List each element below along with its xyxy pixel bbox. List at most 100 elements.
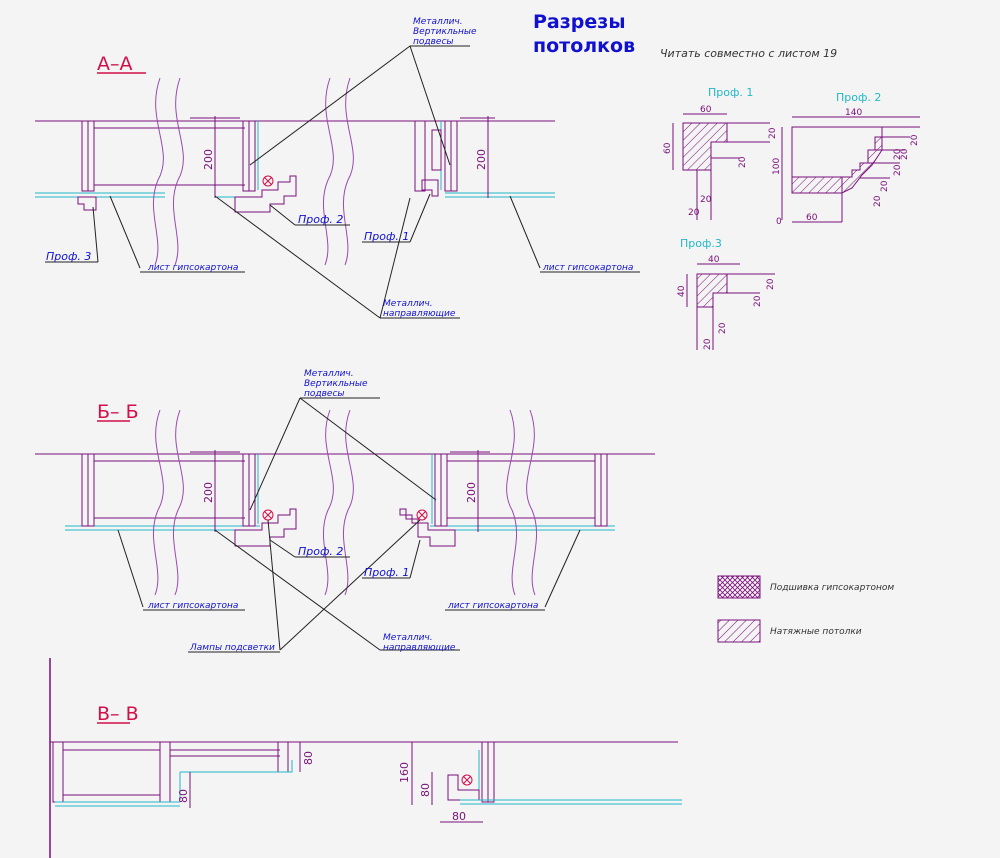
aa-dim-left-label: 200 [202,149,215,170]
aa-leader-gypsum-2 [509,195,541,269]
aa-prof2-shape [234,175,297,213]
prof1-section [682,122,728,171]
vv-gypsum-step [179,760,293,800]
aa-note-metal-guide-1: Металлич. [383,299,433,309]
aa-note-prof2: Проф. 2 [298,213,343,226]
bb-note-metal-vert-3: подвесы [304,389,345,399]
vv-dim-80-d-label: 80 [452,810,466,823]
vv-dim-80-c-label: 80 [419,783,432,797]
bb-lamp-left-cross [264,511,272,519]
bb-note-metal-guide-2: направляющие [383,643,456,653]
aa-break-wave-2 [173,77,184,266]
title-block: Разрезы потолков [533,10,635,58]
bb-leader-vert-1 [249,397,301,511]
prof2-d4: 20 [893,164,903,176]
vv-prof-shape [447,774,480,801]
bb-lamp-right-icon [416,509,428,521]
bb-note-metal-guide-1: Металлич. [383,633,433,643]
aa-leader-prof3 [92,206,99,263]
prof2-bottom-label: 60 [806,213,818,223]
aa-note-prof1: Проф. 1 [364,230,409,243]
prof3-dim-w-label: 40 [708,255,720,265]
prof2-d5: 20 [880,180,890,192]
prof3-section [696,273,728,308]
aa-lamp-icon [262,175,274,187]
aa-leader-prof2 [269,204,296,226]
vv-joist-3 [277,741,289,773]
bb-prof1-shape [399,508,456,547]
legend-label-gypsum: Подшивка гипсокартоном [770,583,894,593]
vv-lamp-cross [463,776,471,784]
aa-note-metal-vert-1: Металлич. [413,17,463,27]
legend-swatch-stretch [717,619,761,643]
title-line-2: потолков [533,35,636,57]
prof3-d4: 20 [703,338,713,350]
bb-dim-left-label: 200 [202,482,215,503]
section-vv-label: В– В [97,703,139,725]
aa-lamp-cross [264,177,272,185]
bb-leader-lamp-2 [279,519,421,651]
prof2-hatch-slope [841,136,883,194]
bb-note-gypsum-2: лист гипсокартона [447,601,538,611]
prof2-title: Проф. 2 [836,91,881,104]
prof1-d1: 20 [768,127,778,139]
aa-leader-vert-2 [409,45,451,166]
aa-note-metal-vert-3: подвесы [413,37,454,47]
section-bb-label: Б– Б [97,401,139,423]
bb-leader-guide [214,529,381,651]
vv-joist-2 [159,741,171,803]
title-line-1: Разрезы [533,11,626,33]
aa-leader-vert-1 [249,45,411,166]
prof2-hatch-base [791,176,843,194]
prof1-title: Проф. 1 [708,86,753,99]
prof3-title: Проф.3 [680,237,722,250]
aa-note-prof3: Проф. 3 [46,250,91,263]
bb-leader-prof2 [269,539,296,558]
profile-details: Проф. 1 60 60 20 20 20 20 Проф. 2 140 10… [663,86,920,350]
aa-break-wave-4 [343,77,354,266]
aa-note-gypsum-2: лист гипсокартона [542,263,633,273]
vv-dim-80-a-label: 80 [302,751,315,765]
aa-leader-guide-2 [379,197,411,319]
prof1-d4: 20 [688,208,700,218]
vv-dim-80-b-label: 80 [177,789,190,803]
prof2-d1: 20 [910,134,920,146]
bb-prof2-shape [234,508,297,547]
prof2-dim-h-label: 100 [772,158,782,175]
section-bb: Б– Б [35,369,655,653]
vv-dim-160-label: 160 [398,762,411,783]
legend-label-stretch: Натяжные потолки [770,627,862,637]
bb-break-wave-3 [323,409,334,596]
bb-break-wave-5 [506,409,517,596]
prof1-dim-w-label: 60 [700,105,712,115]
bb-leader-vert-2 [299,397,437,501]
bb-break-wave-1 [153,409,164,596]
prof2-d3: 20 [893,148,903,160]
prof2-d6: 20 [873,195,883,207]
prof3-dim-h-label: 40 [677,285,687,297]
bb-note-gypsum-1: лист гипсокартона [147,601,238,611]
section-vv: В– В 80 80 [49,658,682,858]
prof2-d2: 20 [900,148,910,160]
aa-prof3-shape [77,196,97,211]
aa-break-wave-3 [323,77,334,266]
bb-note-prof1: Проф. 1 [364,566,409,579]
aa-leader-guide-1 [214,195,381,319]
prof2-zero-label: 0 [776,217,782,227]
prof2-dim-w-label: 140 [845,108,862,118]
bb-note-prof2: Проф. 2 [298,545,343,558]
aa-note-metal-guide-2: направляющие [383,309,456,319]
vv-joist-1 [52,741,64,803]
aa-prof1-shape [421,179,439,197]
title-note: Читать совместно с листом 19 [660,47,837,60]
prof3-d3: 20 [718,322,728,334]
aa-dim-right-label: 200 [475,149,488,170]
bb-lamp-right-cross [418,511,426,519]
prof3-d2: 20 [753,295,763,307]
bb-leader-prof1 [409,539,421,579]
aa-leader-prof1 [409,193,431,243]
aa-prof1-shape-top [431,129,442,171]
bb-leader-gypsum-2 [544,529,581,608]
prof1-d2: 20 [738,156,748,168]
